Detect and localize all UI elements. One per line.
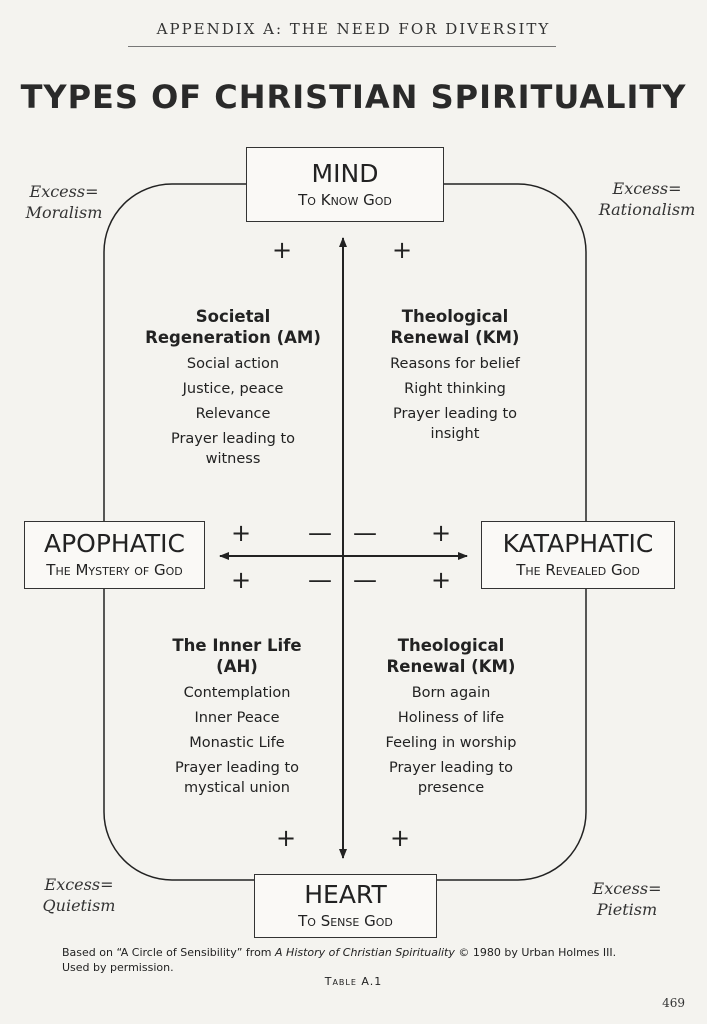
quadrant-inner-life: The Inner Life (AH) Contemplation Inner …	[135, 635, 339, 803]
list-item: Born again	[411, 685, 491, 701]
footnote-line: Based on “A Circle of Sensibility” from …	[62, 945, 616, 960]
footnote-book-title: A History of Christian Spirituality	[275, 946, 455, 959]
list-item: Prayer leading to	[388, 760, 514, 776]
quadrant-theological-renewal-top: Theological Renewal (KM) Reasons for bel…	[356, 306, 554, 449]
quadrant-title: Theological Renewal (KM)	[356, 306, 554, 348]
minus-sign: —	[353, 566, 377, 594]
quadrant-title-line: Theological	[397, 636, 505, 655]
plus-sign: +	[430, 519, 452, 547]
plus-sign: +	[230, 566, 252, 594]
list-item: Relevance	[195, 406, 271, 422]
quadrant-title: Theological Renewal (KM)	[352, 635, 550, 677]
table-label: Table A.1	[324, 975, 383, 988]
plus-sign: +	[391, 236, 413, 264]
header-rule	[128, 46, 556, 47]
footnote-text: Based on “A Circle of Sensibility” from	[62, 946, 276, 959]
plus-sign: +	[275, 824, 297, 852]
quadrant-title-line: Renewal (KM)	[386, 657, 516, 676]
quadrant-title: The Inner Life (AH)	[135, 635, 339, 677]
pole-sub-apophatic: The Mystery of God	[46, 561, 183, 579]
pole-sub-kataphatic: The Revealed God	[516, 561, 640, 579]
quadrant-title: Societal Regeneration (AM)	[128, 306, 338, 348]
quadrant-title-line: (AH)	[216, 657, 258, 676]
excess-pietism: Excess= Pietism	[572, 878, 682, 920]
list-item: Contemplation	[183, 685, 291, 701]
pole-box-apophatic: APOPHATIC The Mystery of God	[24, 521, 205, 589]
pole-box-heart: HEART To Sense God	[254, 874, 437, 938]
pole-label-mind: MIND	[311, 158, 379, 188]
pole-label-apophatic: APOPHATIC	[44, 529, 185, 558]
minus-sign: —	[308, 519, 332, 547]
list-item: Prayer leading to	[174, 760, 300, 776]
excess-value: Rationalism	[598, 200, 696, 219]
pole-sub-heart: To Sense God	[298, 912, 393, 930]
list-item: Right thinking	[404, 381, 506, 397]
list-item: Feeling in worship	[385, 735, 517, 751]
minus-sign: —	[308, 566, 332, 594]
plus-sign: +	[430, 566, 452, 594]
excess-label: Excess=	[612, 179, 682, 198]
list-item: witness	[205, 451, 261, 467]
quadrant-title-line: Societal	[195, 307, 271, 326]
excess-quietism: Excess= Quietism	[26, 874, 132, 916]
plus-sign: +	[230, 519, 252, 547]
quadrant-title-line: Regeneration (AM)	[145, 328, 321, 347]
list-item: Prayer leading to	[170, 431, 296, 447]
footnote-line: Used by permission.	[62, 961, 174, 974]
pole-label-heart: HEART	[304, 880, 387, 909]
list-item: mystical union	[184, 780, 290, 796]
excess-label: Excess=	[44, 875, 114, 894]
page-number: 469	[662, 996, 685, 1010]
list-item: Inner Peace	[194, 710, 280, 726]
footnote-text: © 1980 by Urban Holmes III.	[454, 946, 617, 959]
footnote: Based on “A Circle of Sensibility” from …	[62, 945, 616, 975]
plus-sign: +	[389, 824, 411, 852]
list-item: Prayer leading to	[392, 406, 518, 422]
plus-sign: +	[271, 236, 293, 264]
pole-box-kataphatic: KATAPHATIC The Revealed God	[481, 521, 675, 589]
excess-label: Excess=	[29, 182, 99, 201]
excess-moralism: Excess= Moralism	[10, 181, 118, 223]
running-header: APPENDIX A: THE NEED FOR DIVERSITY	[156, 20, 551, 38]
quadrant-title-line: Renewal (KM)	[390, 328, 520, 347]
page-title: TYPES OF CHRISTIAN SPIRITUALITY	[20, 78, 687, 116]
excess-value: Moralism	[25, 203, 103, 222]
list-item: insight	[430, 426, 480, 442]
pole-box-mind: MIND To Know God	[246, 147, 444, 222]
excess-rationalism: Excess= Rationalism	[588, 178, 706, 220]
list-item: Justice, peace	[182, 381, 284, 397]
quadrant-societal-regeneration: Societal Regeneration (AM) Social action…	[128, 306, 338, 474]
pole-sub-mind: To Know God	[298, 190, 392, 209]
quadrant-title-line: The Inner Life	[172, 636, 302, 655]
excess-label: Excess=	[592, 879, 662, 898]
quadrant-title-line: Theological	[401, 307, 509, 326]
pole-label-kataphatic: KATAPHATIC	[502, 529, 654, 558]
list-item: Social action	[186, 356, 280, 372]
excess-value: Quietism	[42, 896, 116, 915]
list-item: presence	[417, 780, 485, 796]
list-item: Monastic Life	[189, 735, 285, 751]
minus-sign: —	[353, 519, 377, 547]
excess-value: Pietism	[596, 900, 658, 919]
quadrant-theological-renewal-bottom: Theological Renewal (KM) Born again Holi…	[352, 635, 550, 803]
list-item: Holiness of life	[397, 710, 505, 726]
list-item: Reasons for belief	[390, 356, 520, 372]
